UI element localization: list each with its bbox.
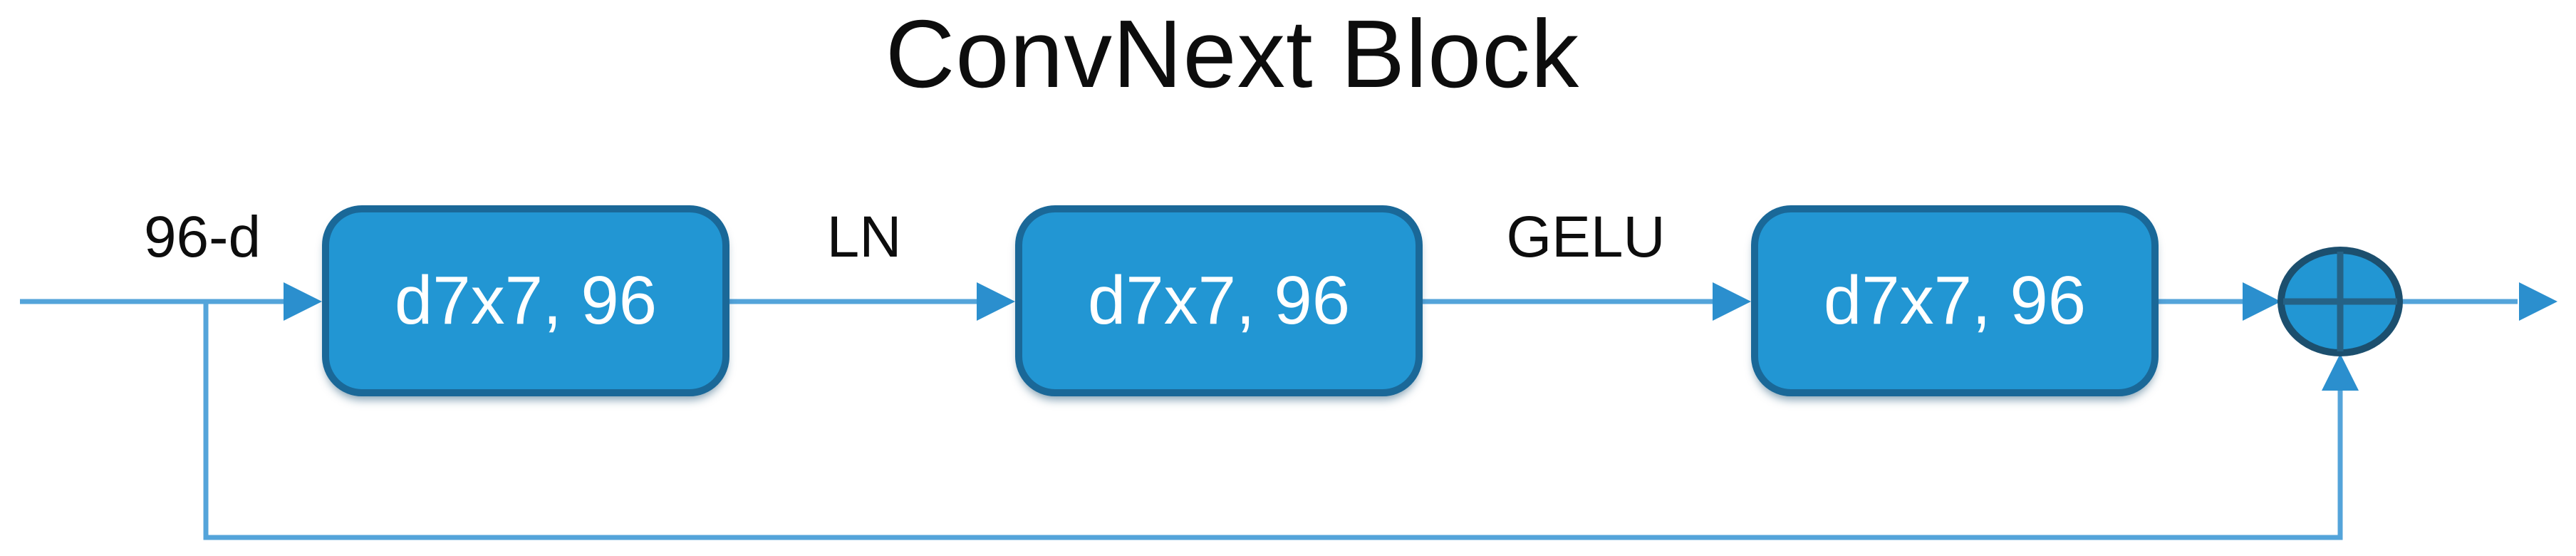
input-edge-label: 96-d [143,205,261,269]
skip-connection-line [203,302,2343,540]
add-operator-icon [2278,247,2403,356]
conv-block-2: d7x7, 96 [1015,205,1423,396]
page-title: ConvNext Block [885,0,1580,108]
arrowhead-icon [2243,282,2281,321]
edge-label-ln: LN [826,205,902,269]
conv-block-1: d7x7, 96 [322,205,729,396]
conv-block-2-label: d7x7, 96 [1087,262,1351,339]
arrowhead-icon [2519,282,2557,321]
arrowhead-icon [1713,282,1751,321]
arrowhead-icon [977,282,1015,321]
arrowhead-icon [284,282,322,321]
edge-label-gelu: GELU [1506,205,1666,269]
conv-block-3: d7x7, 96 [1751,205,2159,396]
conv-block-1-label: d7x7, 96 [394,262,658,339]
conv-block-3-label: d7x7, 96 [1823,262,2087,339]
arrowhead-up-icon [2322,354,2359,391]
